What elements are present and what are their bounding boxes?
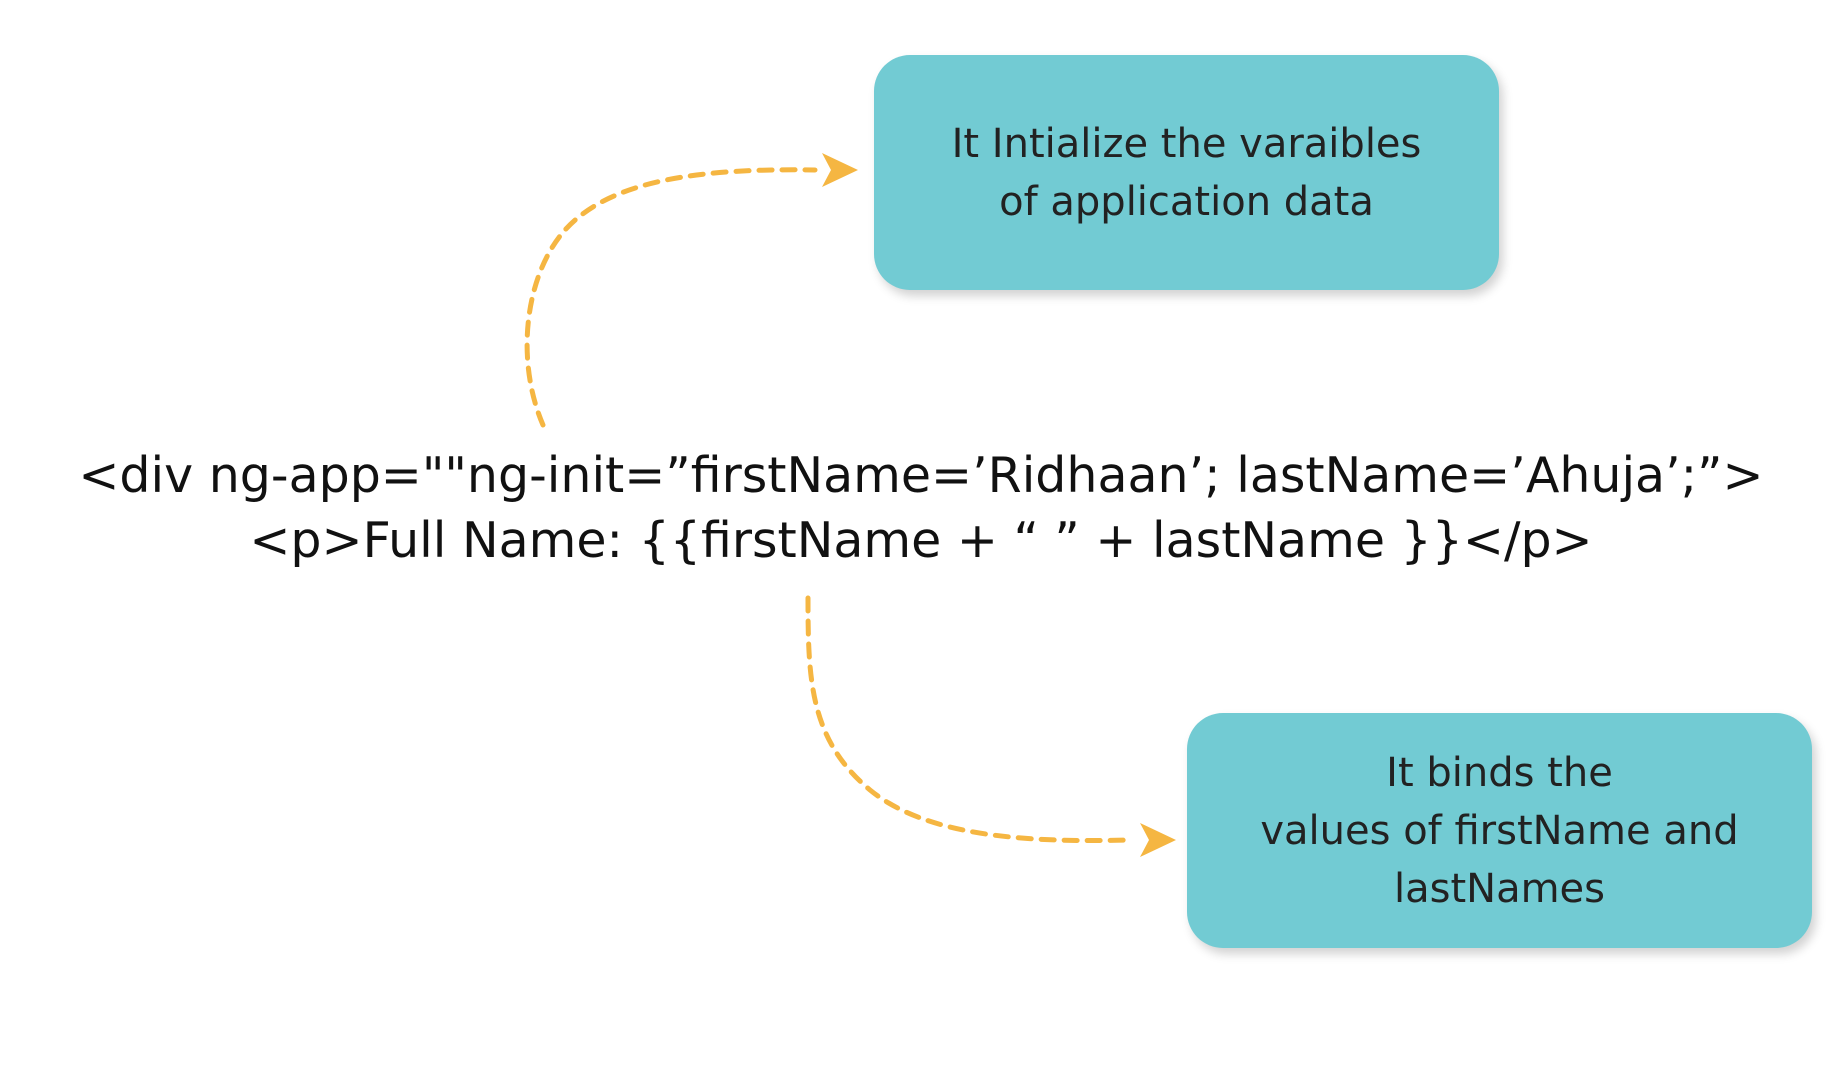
binding-note-line-2: values of firstName and <box>1260 807 1739 854</box>
binding-note-line-3: lastNames <box>1394 865 1605 912</box>
init-note-line-1: It Intialize the varaibles <box>951 120 1422 167</box>
init-note-box: It Intialize the varaibles of applicatio… <box>874 55 1499 290</box>
arrow-to-binding-note <box>805 595 1133 844</box>
arrowhead-to-binding-note <box>1140 823 1176 857</box>
binding-note-line-1: It binds the <box>1386 749 1613 796</box>
arrowhead-to-init-note <box>822 153 858 187</box>
binding-note-box: It binds the values of firstName and las… <box>1187 713 1812 948</box>
code-line-div: <div ng-app=""ng-init=”firstName=’Ridhaa… <box>78 447 1764 504</box>
init-note-line-2: of application data <box>999 178 1374 225</box>
arrow-to-init-note <box>524 167 818 428</box>
code-line-paragraph: <p>Full Name: {{firstName + “ ” + lastNa… <box>249 512 1593 569</box>
